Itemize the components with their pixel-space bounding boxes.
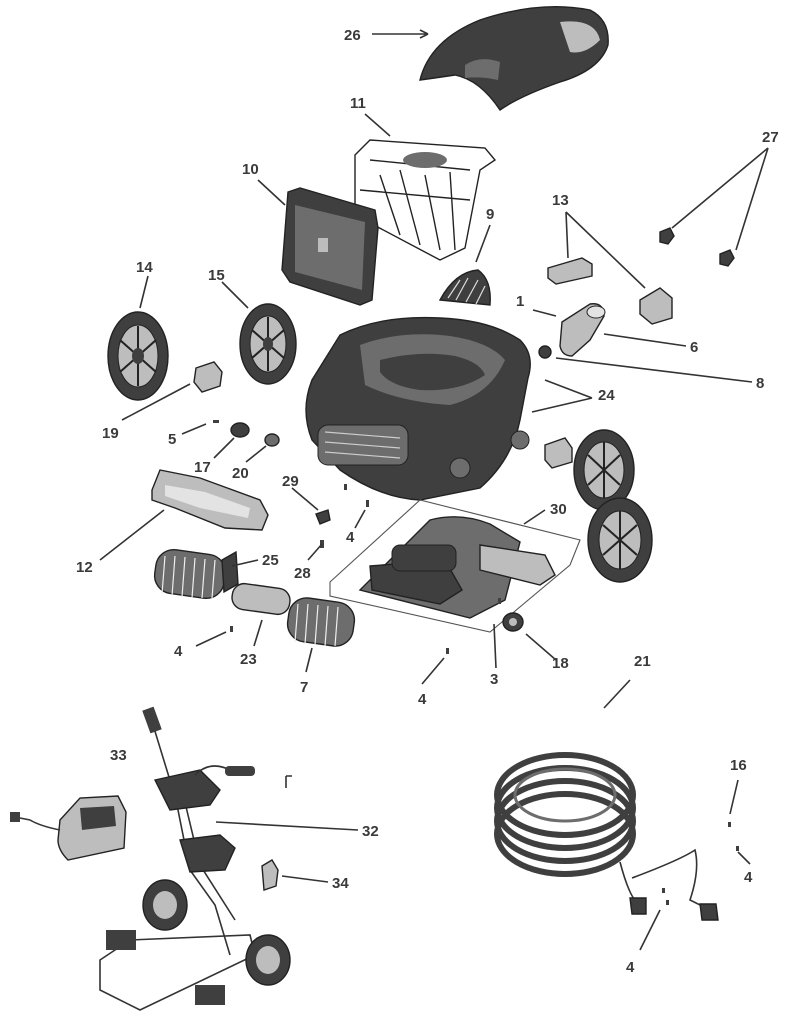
callout-34: 34 [332,875,349,892]
callout-33: 33 [110,747,127,764]
part-5-pin [213,420,219,423]
callout-4-cable: 4 [744,869,753,886]
part-25-brush [153,548,239,600]
callout-6: 6 [690,339,698,356]
callout-5: 5 [168,431,176,448]
part-18-disc [502,612,524,632]
callout-25: 25 [262,552,279,569]
part-32-caddy [99,706,291,1011]
part-15-wheel [239,303,297,385]
callout-17: 17 [194,459,211,476]
callout-12: 12 [76,559,93,576]
callout-26: 26 [344,27,361,44]
part-19-hub [193,361,223,393]
callout-15: 15 [208,267,225,284]
part-14-wheel [107,311,169,401]
callout-3: 3 [490,671,498,688]
callout-8: 8 [756,375,764,392]
part-16-small-screws [662,822,739,905]
callout-16: 16 [730,757,747,774]
part-30-base-assembly [329,499,581,633]
callout-18: 18 [552,655,569,672]
callout-27: 27 [762,129,779,146]
callout-11: 11 [350,95,366,112]
part-27-screws [659,227,735,267]
right-wheel-lower [587,497,653,583]
callout-4-brush: 4 [174,643,183,660]
callout-23: 23 [240,651,257,668]
callout-24: 24 [598,387,615,404]
part-26-top-cover [419,5,609,111]
callout-28: 28 [294,565,311,582]
callout-13: 13 [552,192,569,209]
callout-9: 9 [486,206,494,223]
callout-20: 20 [232,465,249,482]
part-8-connector [538,345,552,359]
callout-1: 1 [516,293,524,310]
part-12-bumper [151,469,269,531]
callout-4-plug: 4 [626,959,635,976]
part-17-bushing [230,422,250,438]
callout-21: 21 [634,653,651,670]
callout-29: 29 [282,473,299,490]
part-9-vent [438,269,491,306]
part-24-main-body [305,316,531,501]
callout-4-base: 4 [418,691,427,708]
part-10-filter-canister [281,187,379,306]
callout-4-body: 4 [346,529,355,546]
part-20-nut [264,433,280,447]
right-wheel-upper [573,429,635,511]
part-34-clip [261,859,279,891]
part-11-filter-cage [354,139,497,261]
right-axle-hub [544,437,573,469]
part-33-power-supply [10,795,127,861]
callout-7: 7 [300,679,308,696]
callout-14: 14 [136,259,153,276]
callout-30: 30 [550,501,567,518]
part-23-roller-core [231,582,291,616]
part-6-motor-tube [559,303,606,357]
callout-labels: 26 11 10 9 13 27 1 6 8 24 14 15 19 5 17 … [76,27,779,976]
part-21-cable [494,752,719,921]
part-29-screw [315,509,331,525]
leader-lines [99,29,769,951]
callout-32: 32 [362,823,379,840]
part-7-brush [286,597,356,647]
part-13-clips [547,257,673,325]
small-screws [230,484,501,654]
stray-mark [285,775,292,788]
callout-19: 19 [102,425,119,442]
callout-10: 10 [242,161,259,178]
